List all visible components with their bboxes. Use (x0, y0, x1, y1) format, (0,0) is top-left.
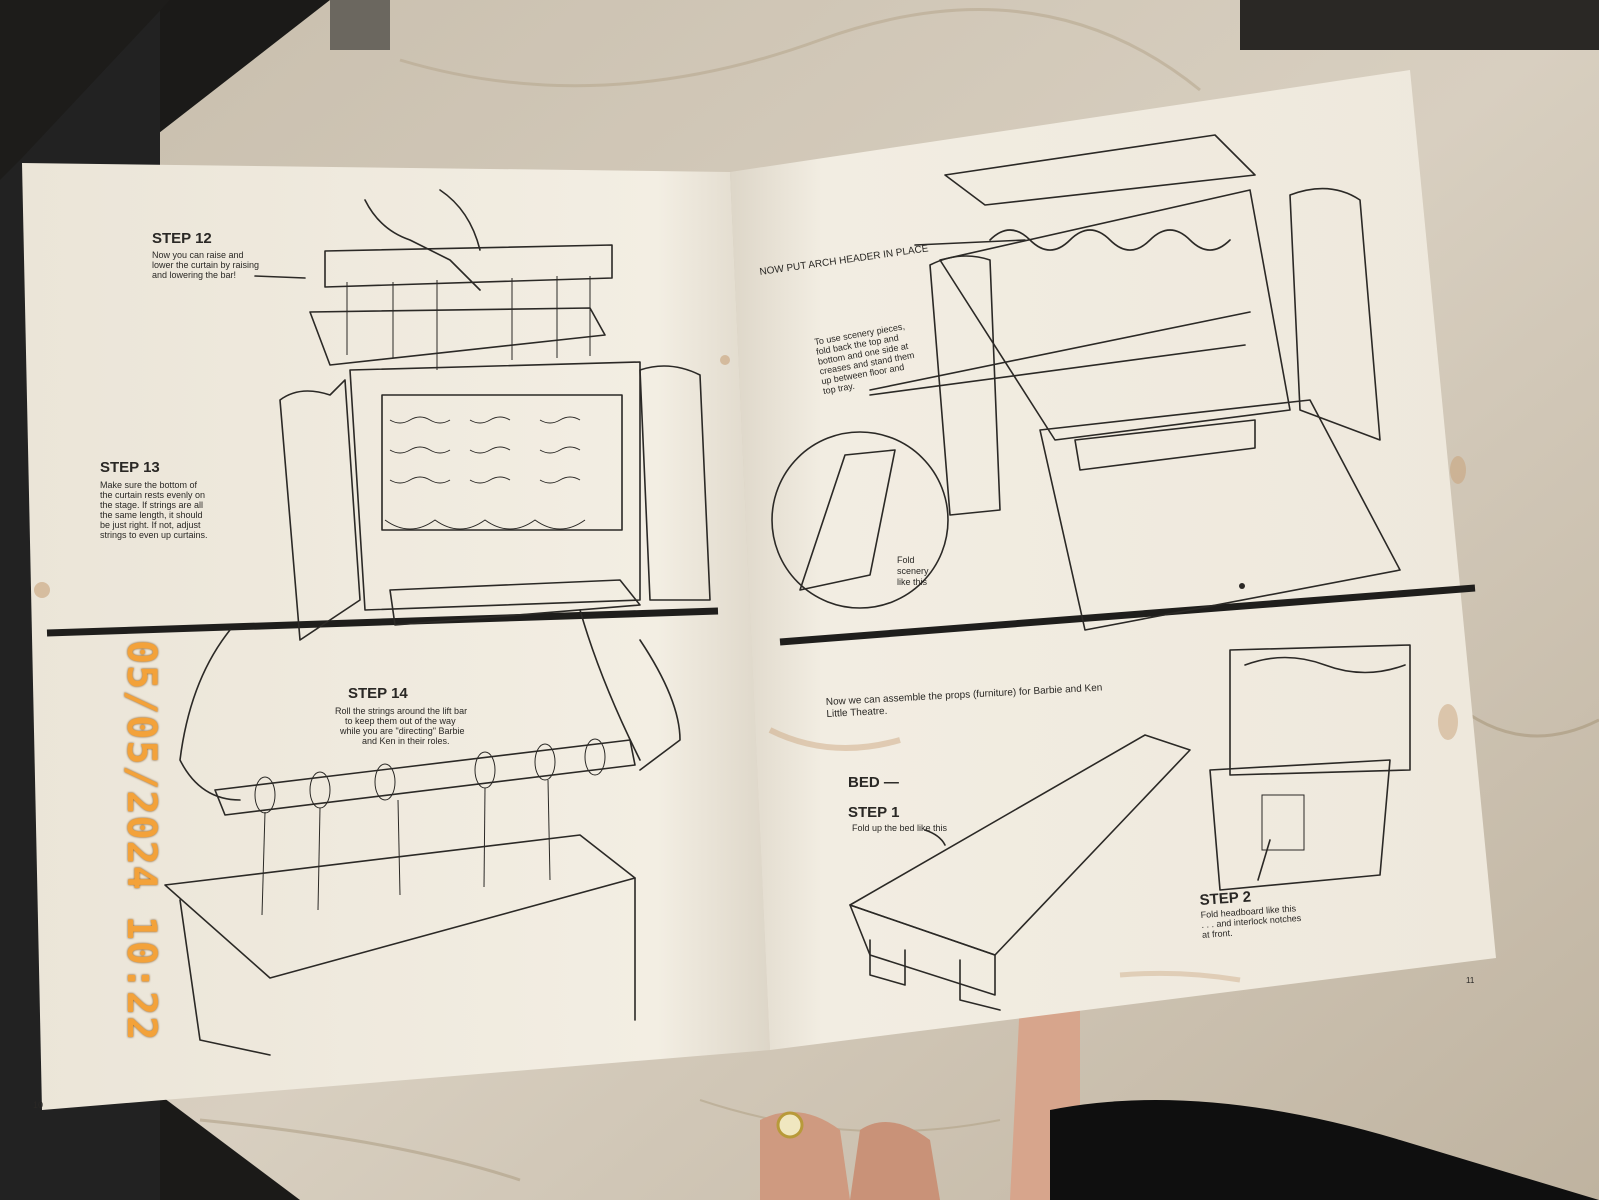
step-13-line-5: be just right. If not, adjust (100, 520, 201, 530)
step-14-line-4: and Ken in their roles. (362, 736, 450, 746)
bed-step-1: STEP 1 Fold up the bed like this (848, 804, 948, 833)
step-13-line-6: strings to even up curtains. (100, 530, 208, 540)
left-page (22, 163, 770, 1110)
fold-scenery-line-1: Fold (897, 555, 915, 565)
step-14-line-1: Roll the strings around the lift bar (335, 706, 467, 716)
bed-step-1-title: STEP 1 (848, 804, 899, 821)
fold-scenery-line-2: scenery (897, 566, 929, 576)
date-timestamp: 05/05/2024 10:22 (118, 640, 164, 1042)
props-intro-line-2: Little Theatre. (826, 706, 887, 720)
page-number-left: 10 (33, 1100, 43, 1110)
bed-illustration (849, 734, 1191, 1011)
step-12-line-2: lower the curtain by raising (152, 260, 259, 270)
bed-step-1-text: Fold up the bed like this (852, 823, 948, 833)
step-12-line-1: Now you can raise and (152, 250, 244, 260)
step-13-block: STEP 13 Make sure the bottom of the curt… (100, 459, 208, 540)
step-12-title: STEP 12 (152, 230, 212, 247)
right-page (730, 70, 1496, 1050)
fold-scenery-line-3: like this (897, 577, 928, 587)
step-13-line-3: the stage. If strings are all (100, 500, 203, 510)
step-14-line-2: to keep them out of the way (345, 716, 456, 726)
fold-scenery-label: Fold scenery like this (897, 555, 929, 587)
step-2-line-3: at front. (1202, 928, 1233, 940)
headboard-illustration (1209, 644, 1411, 891)
bed-label: BED — (848, 774, 899, 791)
hand (760, 992, 1599, 1200)
page-number-right: 11 (1466, 976, 1475, 985)
stage-curtain-illustration (279, 189, 711, 641)
theatre-scenery-illustration (771, 134, 1401, 631)
step-13-line-1: Make sure the bottom of (100, 480, 198, 490)
roll-strings-illustration (164, 609, 681, 1056)
step-14-line-3: while you are "directing" Barbie (339, 726, 464, 736)
step-13-title: STEP 13 (100, 459, 160, 476)
scenery-note: To use scenery pieces, fold back the top… (814, 321, 916, 396)
step-14-title: STEP 14 (348, 685, 408, 702)
step-2-title: STEP 2 (1199, 888, 1251, 909)
step-13-line-4: the same length, it should (100, 510, 203, 520)
step-13-line-2: the curtain rests evenly on (100, 490, 205, 500)
step-14-block: STEP 14 Roll the strings around the lift… (335, 685, 467, 746)
step-12-line-3: and lowering the bar! (152, 270, 236, 280)
step-12-block: STEP 12 Now you can raise and lower the … (152, 230, 306, 280)
